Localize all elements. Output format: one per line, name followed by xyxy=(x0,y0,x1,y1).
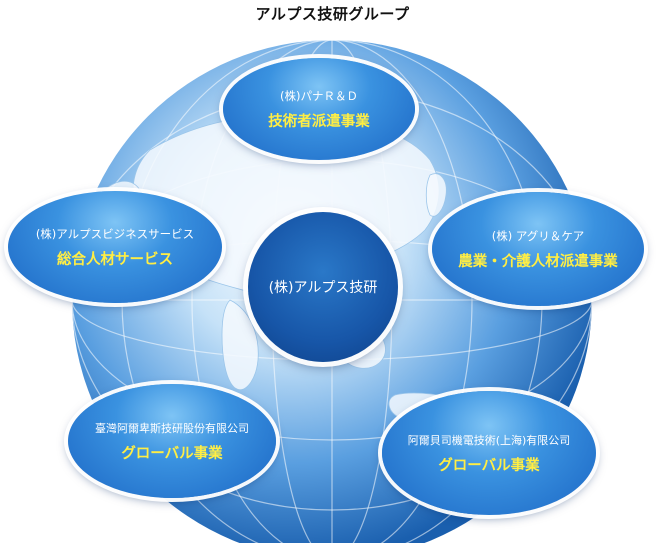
node-business: 技術者派遣事業 xyxy=(268,113,370,130)
node-name: 臺灣阿爾卑斯技研股份有限公司 xyxy=(95,421,249,435)
node-alps-business-service: (株)アルプスビジネスサービス 総合人材サービス xyxy=(8,191,222,303)
node-name: (株)パナＲ＆Ｄ xyxy=(280,88,358,103)
node-business: グローバル事業 xyxy=(121,445,223,462)
node-name: 阿爾貝司機電技術(上海)有限公司 xyxy=(407,433,571,447)
center-label: (株)アルプス技研 xyxy=(268,280,378,296)
node-agri-care: (株) アグリ＆ケア 農業・介護人材派遣事業 xyxy=(432,192,644,306)
center-node: (株)アルプス技研 xyxy=(248,212,398,362)
node-shanghai: 阿爾貝司機電技術(上海)有限公司 グローバル事業 xyxy=(382,391,596,515)
node-taiwan: 臺灣阿爾卑斯技研股份有限公司 グローバル事業 xyxy=(68,384,276,498)
node-name: (株) アグリ＆ケア xyxy=(491,228,585,243)
node-business: 農業・介護人材派遣事業 xyxy=(458,253,618,270)
node-business: グローバル事業 xyxy=(438,457,540,474)
page-title: アルプス技研グループ xyxy=(255,5,410,23)
node-pana-rd: (株)パナＲ＆Ｄ 技術者派遣事業 xyxy=(223,58,415,160)
node-name: (株)アルプスビジネスサービス xyxy=(35,226,195,241)
node-business: 総合人材サービス xyxy=(57,251,173,268)
